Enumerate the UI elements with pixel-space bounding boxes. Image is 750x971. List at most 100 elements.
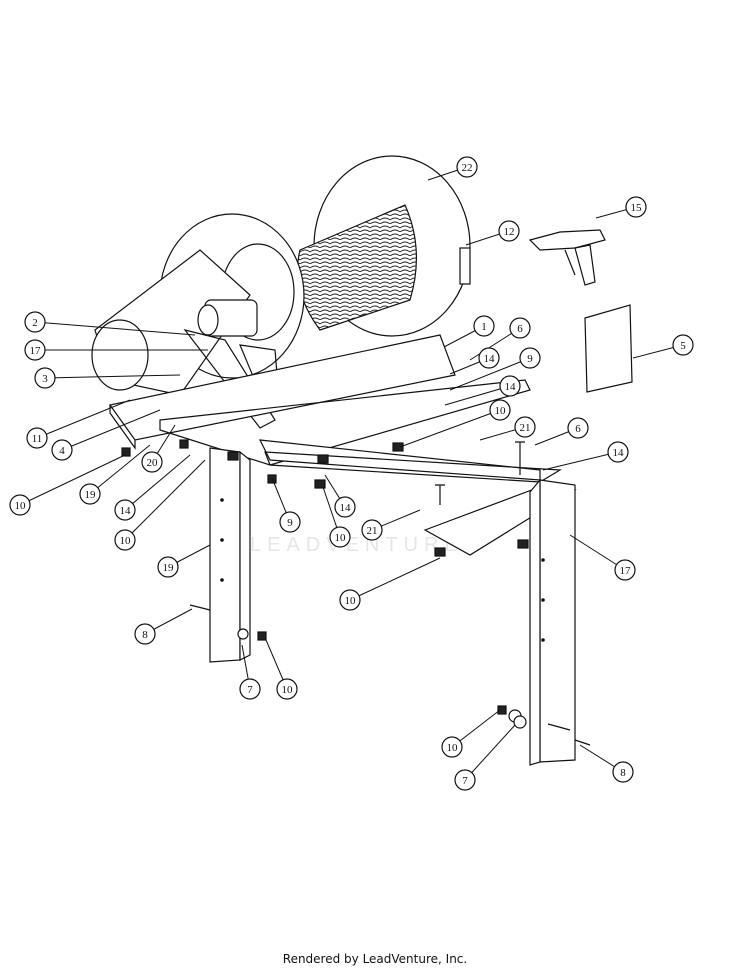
callout-19: 19 (157, 544, 211, 578)
callout-number: 21 (520, 422, 531, 434)
callout-number: 6 (517, 323, 523, 335)
callout-number: 4 (59, 445, 65, 457)
callout-2: 2 (24, 311, 196, 336)
callout-10: 10 (441, 709, 501, 758)
callout-number: 10 (15, 500, 27, 512)
callout-number: 14 (484, 353, 496, 365)
callout-number: 15 (631, 202, 643, 214)
leader-line (19, 454, 126, 506)
callout-4: 4 (51, 409, 161, 461)
callout-8: 8 (134, 608, 193, 645)
callout-number: 7 (247, 684, 253, 696)
callout-circle (441, 736, 463, 758)
callout-number: 14 (505, 381, 517, 393)
callout-6: 6 (534, 417, 589, 446)
callout-10: 10 (399, 399, 511, 448)
callout-circle (279, 511, 301, 533)
callout-6: 6 (469, 317, 531, 361)
callout-circle (499, 375, 521, 397)
callout-circle (239, 678, 261, 700)
callout-number: 8 (142, 629, 148, 641)
callout-circle (329, 526, 351, 548)
callout-circle (24, 339, 46, 361)
callout-12: 12 (465, 220, 520, 246)
leader-line (124, 459, 206, 541)
callout-circle (141, 451, 163, 473)
callout-circle (567, 417, 589, 439)
callout-circle (625, 196, 647, 218)
leader-line (34, 321, 196, 336)
callout-17: 17 (569, 534, 636, 581)
callout-10: 10 (114, 459, 206, 551)
callout-circle (454, 769, 476, 791)
left-leg (209, 447, 241, 663)
callout-number: 11 (32, 433, 43, 445)
callout-21: 21 (361, 509, 421, 541)
callout-circle (9, 494, 31, 516)
callout-circle (607, 441, 629, 463)
callout-number: 10 (447, 742, 459, 754)
callout-circle (672, 334, 694, 356)
leader-line (399, 409, 501, 448)
callout-circle (79, 483, 101, 505)
callout-number: 14 (613, 447, 625, 459)
callout-5: 5 (632, 334, 694, 359)
callout-9: 9 (449, 347, 541, 391)
callout-number: 19 (85, 489, 97, 501)
callout-circle (514, 416, 536, 438)
callout-number: 12 (504, 226, 515, 238)
callout-1: 1 (443, 315, 495, 348)
callout-circle (478, 347, 500, 369)
callout-number: 22 (462, 162, 473, 174)
callout-number: 17 (620, 565, 632, 577)
callout-circle (473, 315, 495, 337)
leader-line (542, 451, 619, 471)
callout-circle (26, 427, 48, 449)
hose-reel-assembly (91, 155, 471, 429)
callout-7: 7 (454, 724, 516, 791)
cross-channel (159, 379, 531, 466)
callout-number: 10 (345, 595, 357, 607)
callout-circle (24, 311, 46, 333)
callout-number: 21 (367, 525, 378, 537)
callout-15: 15 (595, 196, 647, 219)
callout-circle (34, 367, 56, 389)
spray-gun (528, 229, 606, 286)
callout-circle (498, 220, 520, 242)
callout-number: 10 (335, 532, 347, 544)
callout-14: 14 (542, 441, 629, 471)
leader-line (449, 357, 531, 391)
footer-credit: Rendered by LeadVenture, Inc. (282, 952, 468, 966)
callout-10: 10 (265, 639, 298, 700)
leader-line (89, 444, 151, 495)
decal-sheet (584, 304, 633, 393)
callout-circle (157, 556, 179, 578)
callout-number: 10 (282, 684, 294, 696)
leader-line (61, 409, 161, 451)
callout-number: 14 (340, 502, 352, 514)
callout-circle (114, 499, 136, 521)
callout-number: 2 (32, 317, 38, 329)
callout-circle (612, 761, 634, 783)
callout-10: 10 (9, 454, 126, 516)
callout-circle (456, 156, 478, 178)
callout-14: 14 (449, 347, 500, 375)
callout-11: 11 (26, 399, 131, 449)
base-plate (108, 334, 456, 441)
callout-9: 9 (271, 477, 301, 533)
callout-number: 9 (527, 353, 533, 365)
callout-circle (114, 529, 136, 551)
callout-number: 9 (287, 517, 293, 529)
callout-number: 10 (495, 405, 507, 417)
callout-14: 14 (114, 454, 191, 521)
callout-circle (614, 559, 636, 581)
leader-line (124, 454, 191, 511)
callout-number: 1 (481, 321, 487, 333)
callout-number: 20 (147, 457, 159, 469)
callout-circle (134, 623, 156, 645)
leader-line (464, 724, 516, 781)
callout-14: 14 (324, 474, 356, 518)
callout-circle (519, 347, 541, 369)
callout-number: 3 (42, 373, 48, 385)
callout-20: 20 (141, 424, 176, 473)
